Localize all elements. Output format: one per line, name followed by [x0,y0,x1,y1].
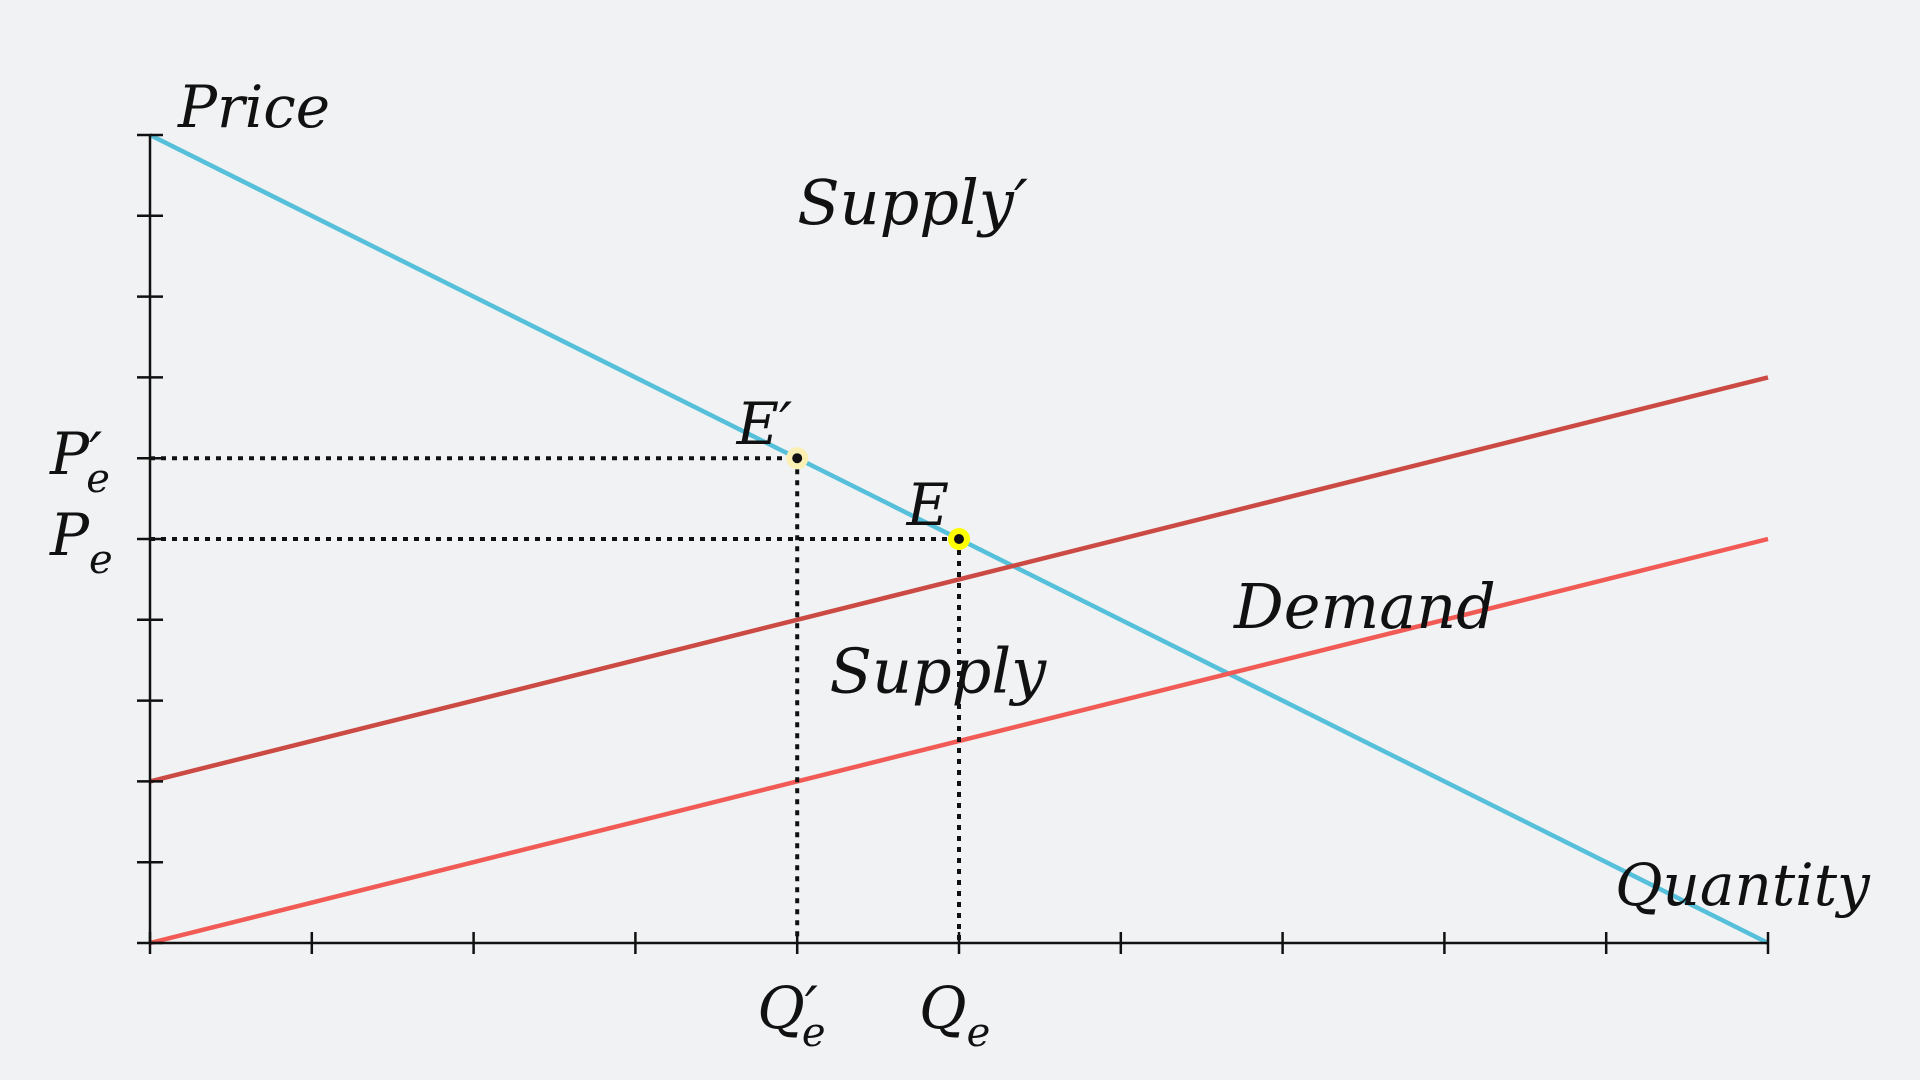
quantity-label-e-prime-subscript: e [802,1010,826,1056]
equilibrium-point-e-core [955,535,963,543]
quantity-label-e-subscript: e [967,1010,991,1056]
point-label-e: E [906,471,949,539]
x-axis-title: Quantity [1615,851,1871,919]
price-label-e-prime: P′e [49,420,110,502]
supply-shifted-curve [149,375,1769,784]
quantity-label-e: Qe [919,974,990,1056]
points-layer [786,447,970,550]
price-label-e-subscript: e [89,537,113,583]
supply-shifted-label: Supply′ [797,166,1028,239]
axes-layer [137,133,1770,954]
price-label-e-prime-subscript: e [86,456,110,502]
supply-label: Supply [830,635,1048,708]
guide-lines-layer [150,456,961,943]
quantity-label-e-base: Q [919,974,967,1042]
price-label-e-prime-base: P′ [49,420,102,488]
point-label-e-prime: E′ [736,390,793,458]
y-axis-title: Price [177,73,330,141]
labels-layer: Price Quantity EPeQeE′P′eQ′eSupply′Suppl… [49,73,1871,1056]
quantity-label-e-prime: Q′e [757,974,825,1056]
price-label-e-base: P [49,501,90,569]
equilibrium-point-e-prime-core [793,454,802,463]
price-label-e: Pe [49,501,113,583]
demand-label: Demand [1233,570,1496,643]
quantity-label-e-prime-base: Q′ [757,974,818,1042]
